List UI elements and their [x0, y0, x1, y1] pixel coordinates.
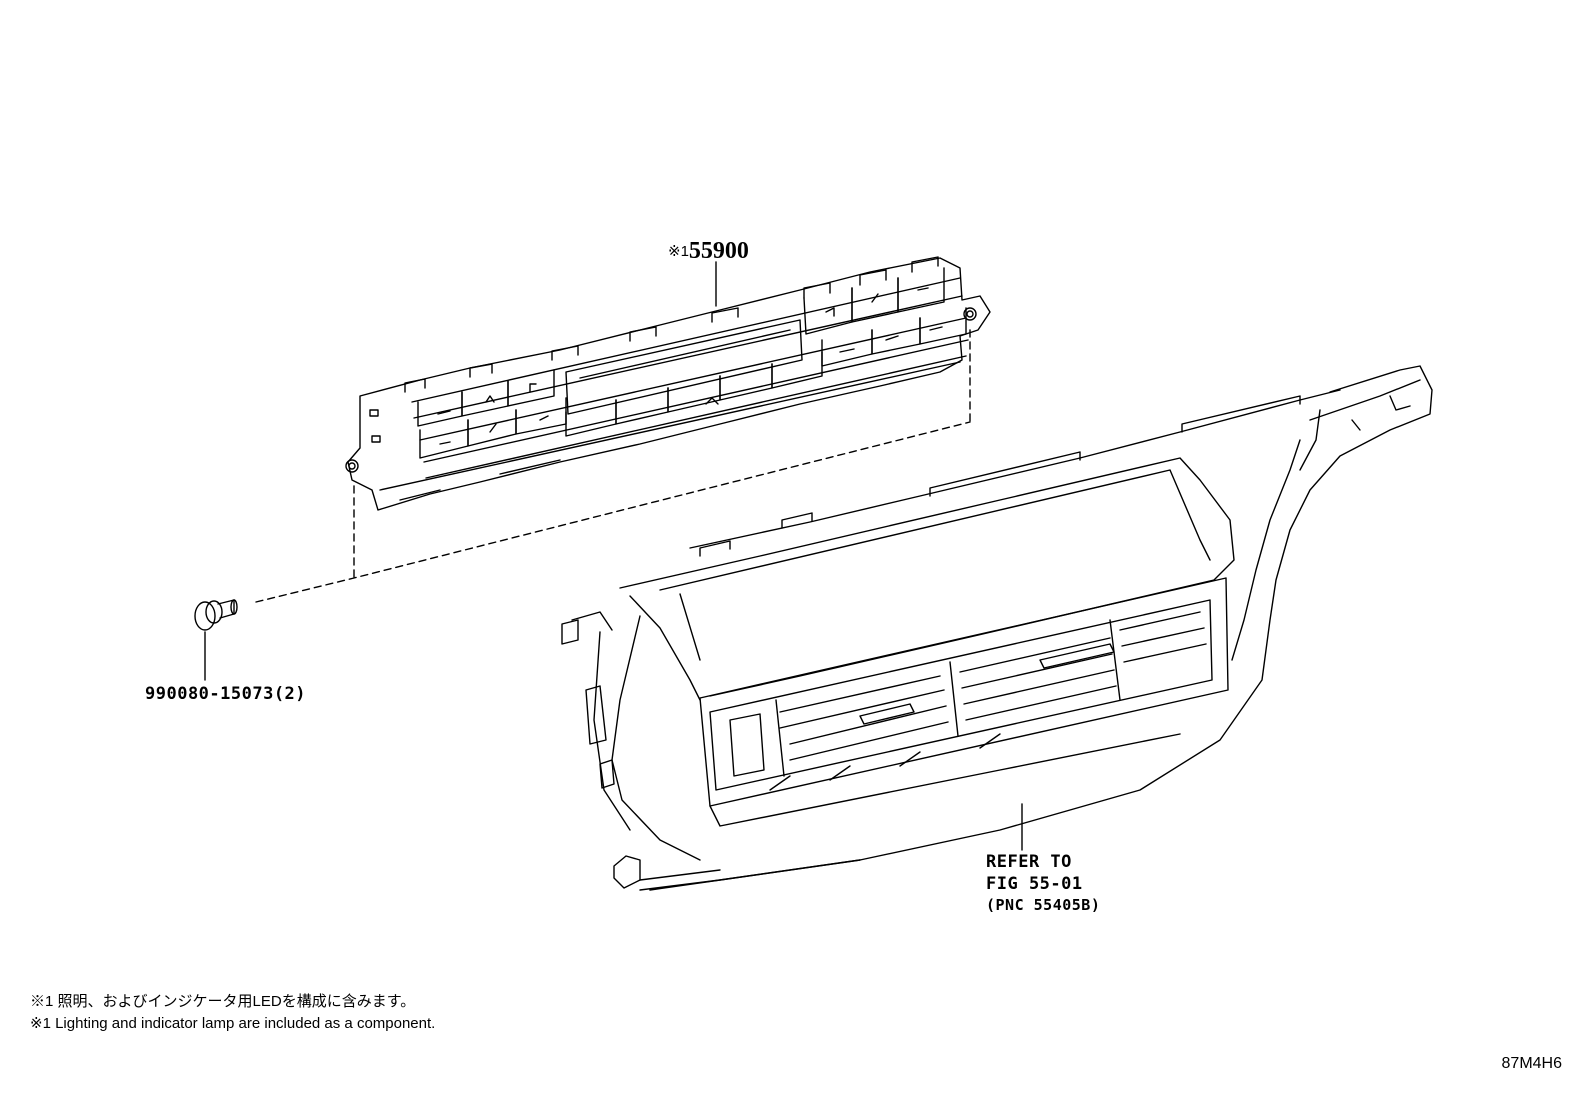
climate-control-panel: [346, 257, 990, 510]
note-english: ※1 Lighting and indicator lamp are inclu…: [30, 1015, 436, 1032]
leader-lines: [205, 262, 1022, 850]
main-part-number: 55900: [688, 238, 749, 264]
figure-code: 87M4H6: [1501, 1055, 1562, 1072]
refer-line-3: (PNC 55405B): [986, 896, 1101, 914]
note-japanese: ※1 照明、およびインジケータ用LEDを構成に含みます。: [30, 993, 416, 1010]
screw: [195, 600, 237, 630]
component-mark: ※1: [668, 243, 689, 260]
refer-line-2: FIG 55-01: [986, 874, 1083, 894]
instrument-panel-bezel: [562, 366, 1432, 890]
alignment-lines: [256, 330, 970, 602]
screw-part-number: 990080-15073(2): [145, 684, 307, 704]
main-part-callout: ※155900: [668, 238, 749, 265]
refer-line-1: REFER TO: [986, 852, 1072, 872]
